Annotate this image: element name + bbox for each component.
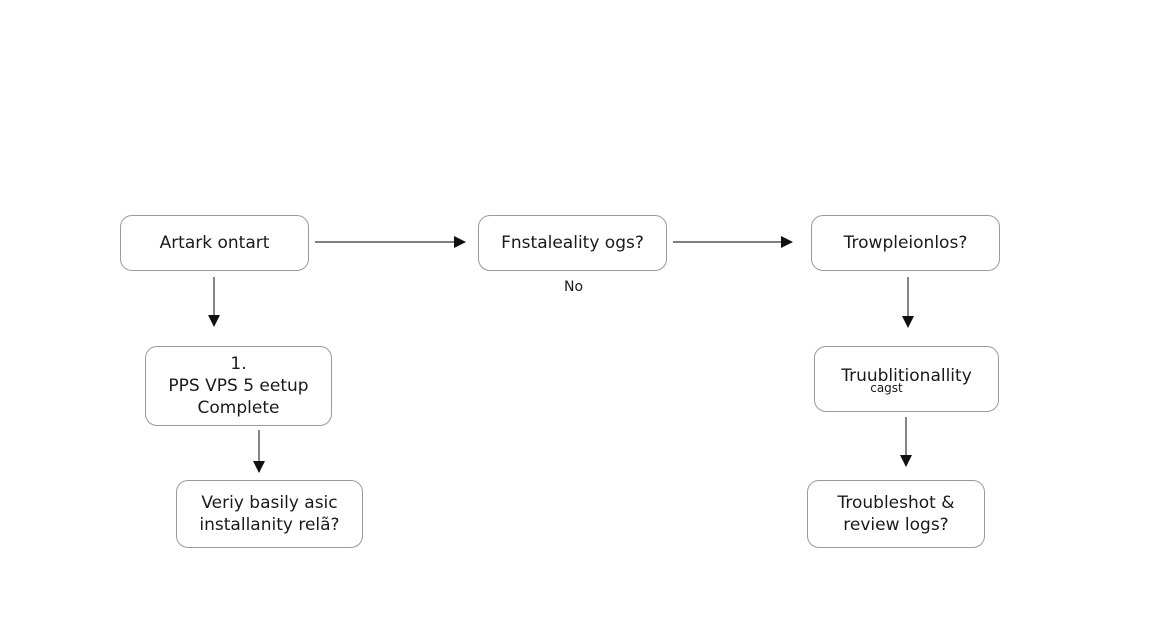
edge-label-no: No (564, 279, 584, 295)
node-verify: Veriy basily asic installanity relã? (176, 480, 363, 548)
node-verify-line-1: Veriy basily asic (201, 493, 338, 513)
node-setup-complete-line-2: PPS VPS 5 eetup (168, 376, 309, 396)
node-check-install-line-1: Fnstaleality ogs? (501, 233, 644, 253)
node-verify-line-2: installanity relã? (199, 515, 340, 535)
node-setup-complete-line-1: 1. (230, 354, 247, 374)
node-troubleshoot-mid: Truublitionallity cagst (814, 346, 999, 412)
node-troubleshoot-top-line-1: Trowpleionlos? (843, 233, 968, 253)
node-troubleshoot-mid-line-1: Truublitionallity (841, 366, 972, 386)
node-troubleshoot-top: Trowpleionlos? (811, 215, 1000, 271)
node-troubleshoot-mid-sub: cagst (870, 381, 903, 395)
node-troubleshoot-bottom: Troubleshot & review logs? (807, 480, 985, 548)
node-troubleshoot-bottom-line-1: Troubleshot & (837, 493, 955, 513)
node-check-install: Fnstaleality ogs? (478, 215, 667, 271)
node-setup-complete: 1. PPS VPS 5 eetup Complete (145, 346, 332, 426)
node-start-line-1: Artark ontart (159, 233, 270, 253)
node-troubleshoot-bottom-line-2: review logs? (843, 515, 949, 535)
node-start: Artark ontart (120, 215, 309, 271)
node-setup-complete-line-3: Complete (197, 398, 280, 418)
